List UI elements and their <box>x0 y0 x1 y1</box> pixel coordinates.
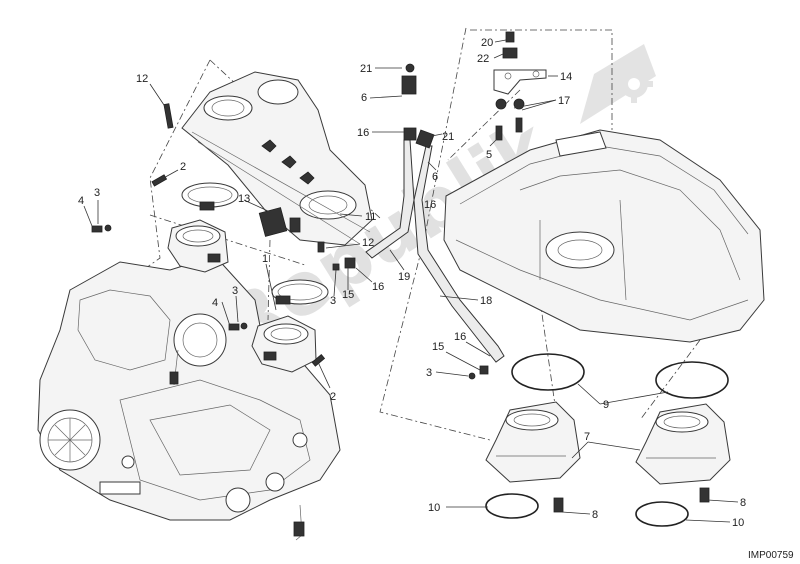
callout-11: 11 <box>365 211 376 223</box>
callout-labels: 20 22 14 21 17 6 16 21 5 6 16 12 2 3 4 1… <box>78 37 746 529</box>
callout-8: 8 <box>740 497 746 509</box>
callout-12: 12 <box>136 73 148 85</box>
callout-6: 6 <box>432 171 438 183</box>
intake-manifold-upper <box>167 219 229 273</box>
gasket-left <box>485 493 539 519</box>
callout-4: 4 <box>212 297 218 309</box>
callout-21: 21 <box>360 63 372 75</box>
o-ring-right <box>655 361 729 399</box>
airbox <box>443 129 765 343</box>
screw-left <box>553 497 564 513</box>
callout-16: 16 <box>424 199 436 211</box>
intake-funnel-left <box>485 401 581 483</box>
callout-3: 3 <box>426 367 432 379</box>
callout-22: 22 <box>477 53 489 65</box>
callout-16: 16 <box>372 281 384 293</box>
callout-3: 3 <box>330 295 336 307</box>
callout-18: 18 <box>480 295 492 307</box>
drawing-code: IMP00759 <box>748 550 794 561</box>
callout-21: 21 <box>442 131 454 143</box>
hose-clamp-upper <box>181 182 239 211</box>
callout-2: 2 <box>180 161 186 173</box>
callout-15: 15 <box>342 289 354 301</box>
callout-1: 1 <box>262 253 268 265</box>
callout-2: 2 <box>330 391 336 403</box>
gasket-right <box>635 501 689 527</box>
callout-5: 5 <box>486 149 492 161</box>
throttle-body <box>181 71 373 246</box>
callout-4: 4 <box>78 195 84 207</box>
callout-8: 8 <box>592 509 598 521</box>
callout-10: 10 <box>428 502 440 514</box>
callout-3: 3 <box>232 285 238 297</box>
alternator-cover <box>39 409 101 471</box>
screw-right <box>699 487 710 503</box>
callout-6: 6 <box>361 92 367 104</box>
o-ring-left <box>511 353 585 391</box>
callout-9: 9 <box>603 399 609 411</box>
engine-block <box>37 255 341 541</box>
callout-19: 19 <box>398 271 410 283</box>
mounting-bracket <box>493 69 547 95</box>
callout-13: 13 <box>238 193 250 205</box>
hose-clamp-lower <box>271 279 329 305</box>
callout-12: 12 <box>362 237 374 249</box>
watermark-gear-icon <box>580 44 656 124</box>
callout-7: 7 <box>584 431 590 443</box>
callout-16: 16 <box>357 127 369 139</box>
intake-funnel-right <box>635 403 731 485</box>
callout-15: 15 <box>432 341 444 353</box>
callout-3: 3 <box>94 187 100 199</box>
leader-lines <box>83 39 739 523</box>
intake-manifold-lower <box>251 315 317 373</box>
callout-16: 16 <box>454 331 466 343</box>
callout-17: 17 <box>558 95 570 107</box>
callout-20: 20 <box>481 37 493 49</box>
vent-hoses <box>365 63 505 363</box>
callout-14: 14 <box>560 71 572 83</box>
callout-10: 10 <box>732 517 744 529</box>
